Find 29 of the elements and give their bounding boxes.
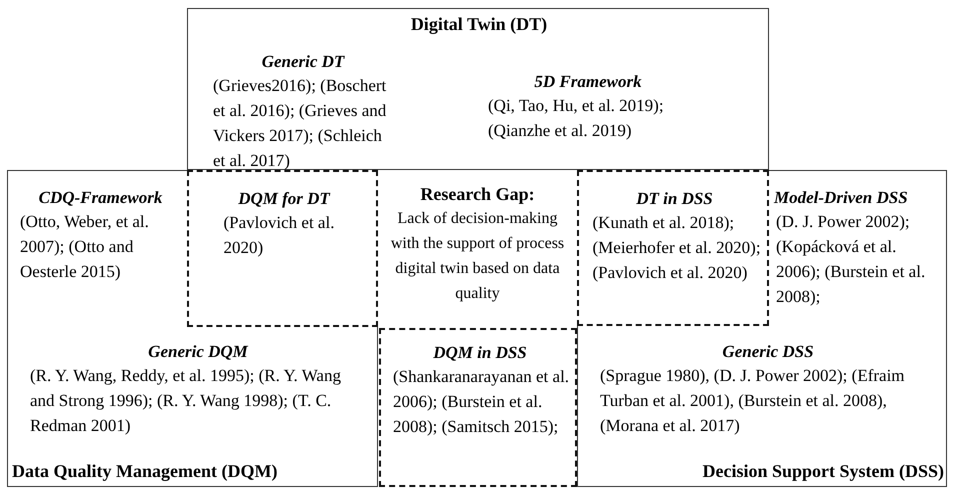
section-heading: DQM in DSS bbox=[432, 342, 528, 364]
overlap-box bbox=[186, 170, 378, 326]
section-heading: DT in DSS bbox=[635, 188, 714, 210]
area-box bbox=[187, 8, 769, 170]
section-heading: Generic DSS bbox=[721, 341, 815, 363]
area-box bbox=[7, 170, 378, 487]
section-heading: 5D Framework bbox=[533, 71, 643, 93]
box-title: Data Quality Management (DQM) bbox=[12, 460, 278, 483]
reference-text: (Shankaranarayanan et al. 2006); (Burstein et al. 2008); (Samitsch 2015); bbox=[393, 366, 570, 438]
research-gap-text: Lack of decision-making with the support of process digital twin based on data quality bbox=[390, 209, 566, 304]
overlap-box bbox=[576, 170, 768, 326]
reference-text: (Grieves2016); (Boschert et al. 2016); (Grieves and Vickers 2017); (Schleich et al. 2017) bbox=[213, 75, 388, 172]
reference-text: (Kunath et al. 2018); (Meierhofer et al. 2020); (Pavlovich et al. 2020) bbox=[592, 212, 762, 284]
reference-text: (Otto, Weber, et al. 2007); (Otto and Oesterle 2015) bbox=[20, 211, 150, 283]
reference-text: (R. Y. Wang, Reddy, et al. 1995); (R. Y. Wang and Strong 1996); (R. Y. Wang 1998); (T. C. Redman 2001) bbox=[30, 365, 342, 437]
box-title: Digital Twin (DT) bbox=[410, 13, 548, 36]
reference-text: (Pavlovich et al. 2020) bbox=[224, 212, 336, 258]
overlap-box bbox=[379, 328, 577, 487]
area-box bbox=[577, 170, 947, 487]
reference-text: (Qi, Tao, Hu, et al. 2019); (Qianzhe et al. 2019) bbox=[488, 95, 665, 142]
box-title: Research Gap: bbox=[419, 183, 536, 206]
reference-text: (Sprague 1980), (D. J. Power 2002); (Efraim Turban et al. 2001), (Burstein et al. 2008), (Morana et al. 2017) bbox=[600, 365, 906, 437]
section-heading: Generic DT bbox=[260, 51, 346, 73]
section-heading: Generic DQM bbox=[147, 341, 250, 363]
section-heading: CDQ-Framework bbox=[38, 187, 164, 209]
reference-text: (D. J. Power 2002); (Kopácková et al. 2006); (Burstein et al. 2008); bbox=[776, 211, 926, 308]
section-heading: DQM for DT bbox=[237, 188, 332, 210]
section-heading: Model-Driven DSS bbox=[774, 187, 909, 209]
box-title: Decision Support System (DSS) bbox=[701, 460, 944, 483]
